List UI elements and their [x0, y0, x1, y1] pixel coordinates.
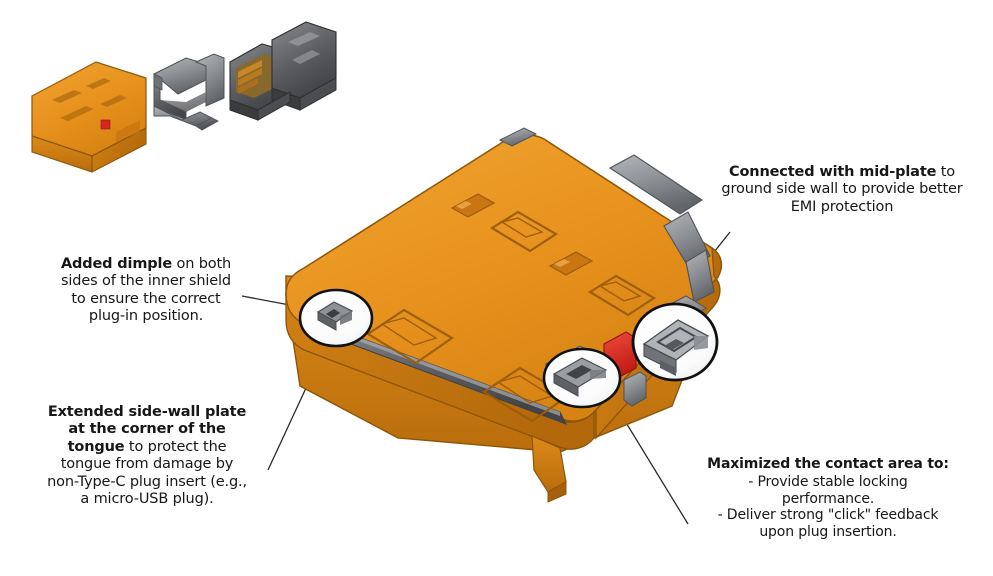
callout-contact	[631, 302, 719, 382]
annotation-sidewall-body: to protect the tongue from damage by non…	[47, 438, 247, 507]
annotation-midplate-lead: Connected with mid-plate	[728, 164, 937, 180]
annotation-dimple-body: on both sides of the inner shield to ens…	[61, 256, 232, 325]
annotation-contact-line-1: - Provide stable locking	[748, 473, 908, 490]
shell-notches	[450, 193, 594, 276]
annotation-contact-line-4: upon plug insertion.	[759, 524, 897, 541]
exploded-part-dark-housing	[229, 21, 337, 121]
callout-latch	[542, 347, 622, 409]
annotation-maximized-contact: Maximized the contact area to: - Provide…	[682, 456, 974, 541]
annotation-added-dimple: Added dimple on both sides of the inner …	[52, 256, 240, 326]
annotation-extended-sidewall: Extended side-wall plate at the corner o…	[44, 404, 250, 508]
annotation-contact-lead: Maximized the contact area to:	[707, 456, 949, 472]
annotation-dimple-lead: Added dimple	[60, 256, 173, 272]
annotation-contact-line-3: - Deliver strong "click" feedback	[717, 507, 939, 524]
callout-dimple	[298, 288, 374, 348]
exploded-part-mid-plate	[153, 53, 225, 131]
exploded-part-orange-shell	[31, 61, 147, 173]
annotation-sidewall-lead: Extended side-wall plate at the corner o…	[47, 404, 247, 455]
annotation-contact-line-2: performance.	[781, 490, 875, 507]
annotation-midplate-body: to ground side wall to provide better EM…	[721, 164, 963, 215]
annotation-connected-midplate: Connected with mid-plate to ground side …	[716, 164, 968, 216]
